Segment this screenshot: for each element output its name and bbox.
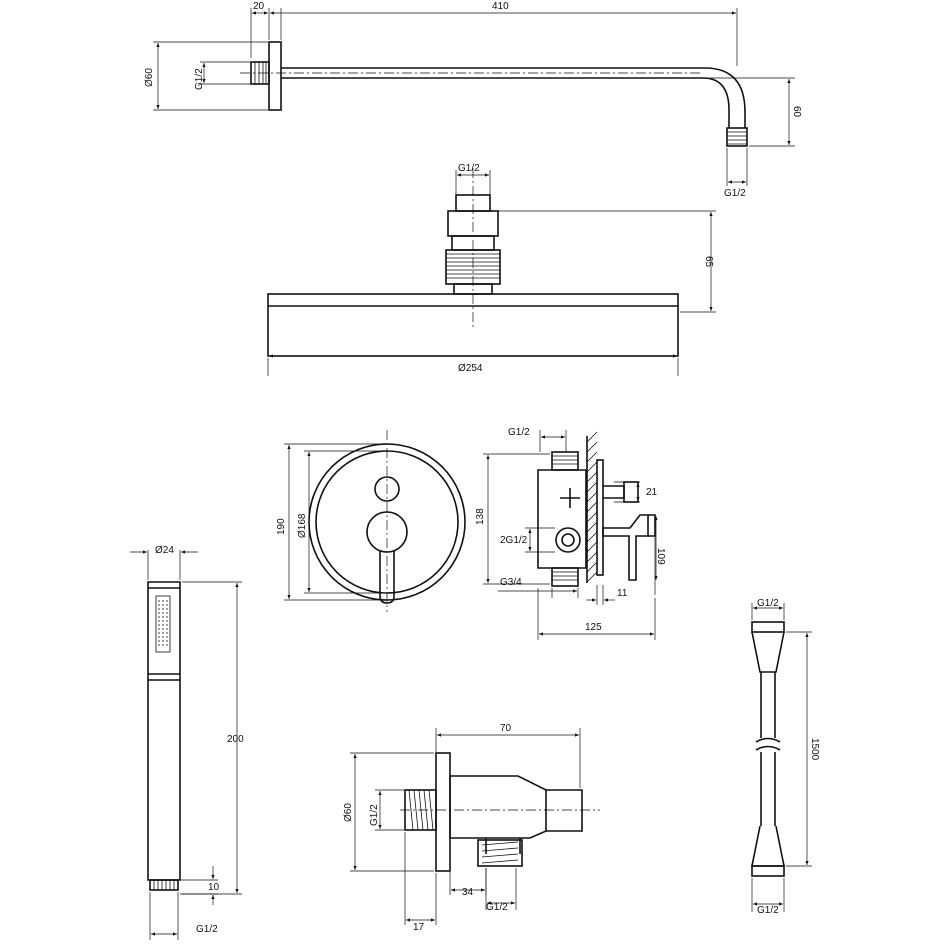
- mixer-body: [537, 469, 587, 569]
- dim-mixer-plate-diameter: 190: [276, 518, 287, 535]
- shower-arm-drawing: 20 410 Ø60 G1/2 60 G1/2: [144, 1, 802, 199]
- mixer-lever: [379, 551, 395, 604]
- dim-outlet-wall-thread: G1/2: [369, 804, 380, 826]
- dim-outlet-flange-diameter: Ø60: [343, 803, 354, 822]
- dim-outlet-flange-depth: 17: [413, 922, 425, 933]
- dim-hand-thread-length: 10: [208, 882, 220, 893]
- mixer-side-handle: [602, 514, 649, 581]
- arm-outlet-thread: [726, 127, 748, 147]
- dim-hand-length: 200: [227, 734, 244, 745]
- outlet-wall-flange: [435, 752, 451, 872]
- dim-hand-thread: G1/2: [196, 924, 218, 935]
- dim-arm-flange-diameter: Ø60: [144, 68, 155, 87]
- diverter-knob: [374, 476, 400, 502]
- dim-mixer-outlets-thread: 2G1/2: [500, 535, 528, 546]
- hand-shower-body: [147, 581, 181, 881]
- hose-bottom-cone: [751, 825, 785, 867]
- dim-mixer-body-height: 138: [475, 508, 486, 525]
- dim-mixer-stem: 21: [646, 487, 658, 498]
- dim-arm-drop-height: 60: [791, 106, 802, 118]
- mixer-side-drawing: G1/2 138 2G1/2 G3/4 21 109 11 125: [475, 427, 666, 640]
- hose-top-nut: [751, 621, 785, 633]
- hand-shower-drawing: Ø24 200 10 G1/2: [130, 545, 244, 940]
- dim-outlet-bottom-thread: G1/2: [486, 902, 508, 913]
- dim-arm-outlet-thread: G1/2: [724, 188, 746, 199]
- dim-hose-bottom-thread: G1/2: [757, 905, 779, 916]
- dim-mixer-top-thread: G1/2: [508, 427, 530, 438]
- dim-outlet-offset: 34: [462, 887, 474, 898]
- wall-hatching: [586, 431, 598, 583]
- hose-bottom-nut: [751, 865, 785, 877]
- dim-head-height: 65: [703, 256, 714, 268]
- dim-outlet-projection: 70: [500, 723, 512, 734]
- mixer-side-cover-plate: [596, 459, 604, 576]
- dim-mixer-inner-diameter: Ø168: [297, 513, 308, 538]
- dim-mixer-plate-offset: 11: [617, 588, 628, 599]
- outlet-bottom-thread: [477, 839, 523, 867]
- mixer-front-drawing: 190 Ø168: [276, 430, 466, 612]
- mixer-top-thread: [551, 451, 579, 471]
- dim-arm-wall-thread: G1/2: [194, 68, 205, 90]
- dim-head-inlet-thread: G1/2: [458, 163, 480, 174]
- hand-shower-thread: [149, 879, 179, 891]
- shower-hose-drawing: G1/2 1500 G1/2: [751, 598, 820, 916]
- dim-hose-top-thread: G1/2: [757, 598, 779, 609]
- dim-mixer-depth: 125: [585, 622, 602, 633]
- mixer-diverter-cap: [623, 481, 639, 503]
- hose-tube: [760, 672, 776, 738]
- shower-head-drawing: G1/2 65 Ø254: [267, 163, 716, 376]
- mixer-inlet-thread: [551, 567, 579, 587]
- dim-hose-length: 1500: [809, 738, 820, 761]
- dim-head-diameter: Ø254: [458, 363, 483, 374]
- mixer-side-outlet: [555, 527, 581, 553]
- hand-shower-spray-face: [155, 595, 171, 653]
- arm-pipe: [281, 67, 746, 128]
- dim-hand-diameter: Ø24: [155, 545, 174, 556]
- outlet-body: [449, 775, 583, 839]
- dim-mixer-inlet-thread: G3/4: [500, 577, 522, 588]
- hose-top-cone: [751, 631, 785, 673]
- dim-arm-length: 410: [492, 1, 509, 12]
- dim-mixer-handle-height: 109: [655, 548, 666, 565]
- arm-wall-thread: [250, 61, 270, 85]
- arm-wall-flange: [268, 41, 282, 111]
- dim-arm-flange-thickness: 20: [253, 1, 265, 12]
- wall-outlet-drawing: 70 Ø60 G1/2 34 G1/2 17: [343, 723, 600, 933]
